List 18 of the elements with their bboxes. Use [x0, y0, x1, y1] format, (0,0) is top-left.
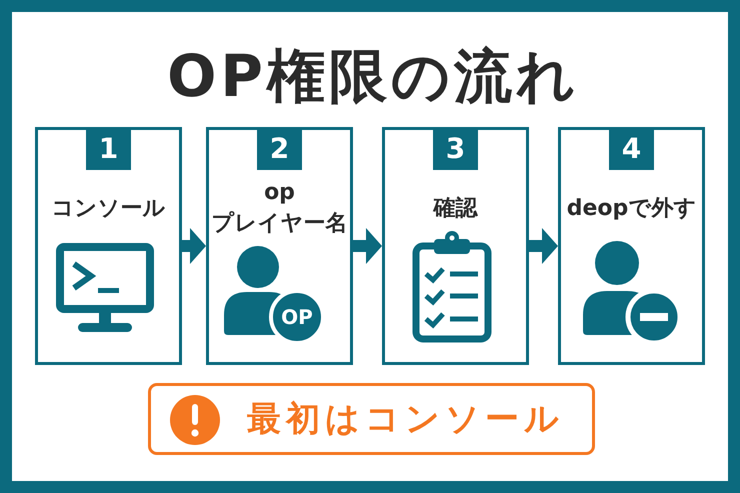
arrow: [353, 228, 382, 264]
arrow: [529, 228, 558, 264]
callout-box: [148, 383, 595, 455]
step-title: 確認: [434, 194, 478, 222]
callout-text: 最初はコンソール: [247, 398, 564, 441]
arrow: [182, 228, 206, 264]
number-tab: 2: [257, 127, 302, 170]
title: OP権限の流れ: [167, 44, 579, 108]
number-tab: 1: [86, 127, 131, 170]
step-title: op プレイヤー名: [211, 179, 348, 238]
step-title: deopで外す: [566, 194, 696, 222]
number-tab: 3: [433, 127, 478, 170]
process-box: [35, 127, 182, 365]
number-tab: 4: [609, 127, 654, 170]
step-title: コンソール: [52, 194, 166, 222]
process-box: [382, 127, 529, 365]
process-box: [558, 127, 705, 365]
process-box: [206, 127, 353, 365]
